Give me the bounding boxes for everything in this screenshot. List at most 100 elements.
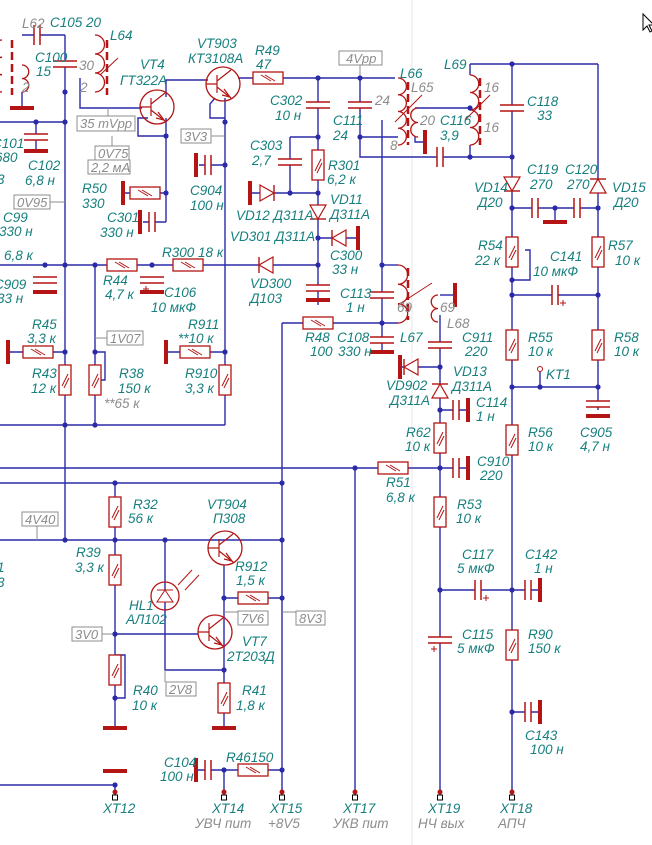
capacitor-plates <box>370 291 394 299</box>
diode-triangle <box>257 255 274 275</box>
junction-dot <box>552 205 558 211</box>
capacitor <box>370 291 394 299</box>
capacitor-gap <box>574 198 580 218</box>
junction-dot <box>33 119 39 125</box>
label-value: 4,7 н <box>580 439 611 454</box>
label-value: 6,8 к <box>386 490 416 505</box>
resistor-mark <box>260 74 276 82</box>
capacitor <box>452 400 460 420</box>
label-ref: C303 <box>250 138 283 153</box>
capacitor <box>524 580 532 600</box>
winding-label: 8 <box>390 138 398 153</box>
label-value: 10 к <box>615 253 641 268</box>
label-ref: C119 <box>527 162 559 177</box>
label-ref: C117 <box>462 547 494 562</box>
label-ref: VD902 <box>386 378 428 393</box>
capacitor-plates <box>53 60 77 68</box>
label-ref: R45 <box>32 317 57 332</box>
capacitor-plates <box>573 198 581 218</box>
resistor-mark <box>30 348 46 356</box>
junction-dot <box>509 292 515 298</box>
capacitor-gap <box>306 285 330 291</box>
label-value: КТ3108А <box>188 51 243 66</box>
label-ref: R301 <box>328 158 360 173</box>
inductor-coil <box>397 77 407 146</box>
capacitor-gap <box>140 277 164 283</box>
capacitor-plates <box>428 636 452 644</box>
label-value: 10 к <box>405 439 431 454</box>
label-value: 24 <box>332 128 348 143</box>
capacitor <box>370 336 394 344</box>
label-value: 33 <box>537 108 553 123</box>
capacitor-gap <box>348 102 372 108</box>
emitter-arrow <box>155 111 166 121</box>
connector-terminal <box>352 794 358 801</box>
capacitor-plates <box>474 580 482 600</box>
label-value: 47 <box>256 57 272 72</box>
tag-0v95: 0V95 <box>13 194 51 210</box>
junction-dot <box>357 134 363 140</box>
capacitor-gap <box>500 105 524 111</box>
label-value: 6,8 н <box>25 173 56 188</box>
label-ref: C106 <box>164 285 197 300</box>
capacitor <box>53 60 77 68</box>
label-value: Д311А <box>450 379 492 394</box>
diode-triangle <box>330 228 347 248</box>
resistor-mark <box>594 338 603 354</box>
label-ref: R43 <box>32 366 57 381</box>
resistor <box>377 461 409 475</box>
junction-dot <box>509 154 515 160</box>
label-ref: C120 <box>565 162 598 177</box>
capacitor <box>278 158 302 166</box>
label-ref: R300 18 к <box>162 245 224 260</box>
label-value: 100 н <box>160 769 194 784</box>
led-triangle <box>156 589 174 603</box>
tuning-mark <box>99 57 119 76</box>
capacitor-plates <box>204 760 212 780</box>
inductor-l65 <box>410 107 419 138</box>
capacitor-gap <box>24 134 48 140</box>
capacitor-plates <box>551 285 559 305</box>
resistor-mark <box>508 245 517 261</box>
junction-dot <box>509 587 515 593</box>
connector-pin <box>509 789 515 795</box>
capacitor <box>531 198 539 218</box>
label-value: 270 <box>566 177 590 192</box>
label-value: 1,8 к <box>236 698 266 713</box>
resistor-mark <box>314 158 323 174</box>
label-value: 10 к <box>528 439 554 454</box>
capacitor <box>436 147 444 167</box>
label-value: 220 <box>479 468 503 483</box>
resistor-mark <box>91 373 100 389</box>
tag-2-2ma: 2,2 мА <box>87 159 131 175</box>
test-point-kt1 <box>537 366 543 372</box>
resistor <box>58 364 72 396</box>
resistor-body <box>172 258 204 272</box>
junction-dot <box>92 349 98 355</box>
resistor-body <box>252 71 284 85</box>
capacitor-gap <box>586 401 610 407</box>
junction-dot <box>162 537 168 543</box>
junction-dot <box>112 631 118 637</box>
junction-dot <box>352 465 358 471</box>
capacitor <box>306 101 330 109</box>
junction-dot <box>279 595 285 601</box>
diode-triangle <box>308 204 328 221</box>
label-ref: VT4 <box>140 57 165 72</box>
label-ref: VD13 <box>453 364 487 379</box>
capacitor-gap <box>149 212 155 232</box>
label-value: 33 н <box>332 262 359 277</box>
junction-dot <box>112 480 118 486</box>
capacitor-gap <box>453 400 459 420</box>
connector-terminal <box>437 794 443 801</box>
wire <box>0 784 116 797</box>
diode-triangle <box>502 176 522 193</box>
resistor <box>129 186 161 200</box>
tag-3v0: 3V0 <box>71 626 103 642</box>
winding-label: 69 <box>440 300 456 315</box>
label-ref: R41 <box>242 683 267 698</box>
wire <box>95 351 106 381</box>
junction-dot <box>357 75 363 81</box>
label-ref: C105 20 <box>50 15 102 30</box>
connector-xt17-name: УКВ пит <box>332 816 389 831</box>
